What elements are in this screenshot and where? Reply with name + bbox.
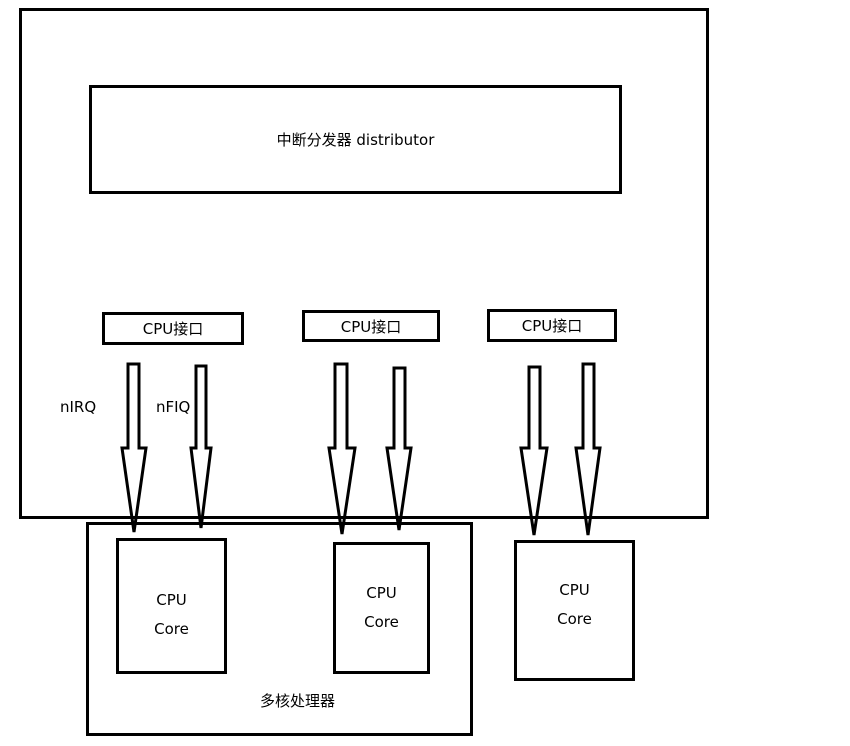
multicore-processor-box — [86, 522, 473, 736]
arrow-nfiq-3 — [574, 362, 602, 536]
cpu-core-line2: Core — [364, 613, 399, 631]
cpu-interface-label: CPU接口 — [521, 317, 583, 335]
cpu-core-line1: CPU — [559, 581, 590, 599]
cpu-core-2: CPU Core — [333, 542, 430, 674]
nfiq-label: nFIQ — [156, 398, 191, 416]
cpu-interface-1: CPU接口 — [102, 312, 244, 345]
arrow-nfiq-2 — [385, 366, 413, 531]
distributor-label: 中断分发器 distributor — [276, 131, 435, 149]
cpu-core-3: CPU Core — [514, 540, 635, 681]
cpu-core-line1: CPU — [156, 591, 187, 609]
cpu-interface-label: CPU接口 — [340, 317, 402, 336]
cpu-interface-label: CPU接口 — [142, 320, 204, 338]
arrow-nirq-1 — [120, 362, 148, 533]
cpu-core-1: CPU Core — [116, 538, 227, 674]
distributor-box: 中断分发器 distributor — [89, 85, 622, 194]
arrow-nfiq-1 — [189, 364, 213, 529]
cpu-interface-2: CPU接口 — [302, 310, 440, 342]
gic-container — [19, 8, 709, 519]
multicore-processor-label: 多核处理器 — [260, 692, 336, 710]
arrow-nirq-3 — [519, 365, 549, 536]
cpu-core-line2: Core — [154, 620, 189, 638]
nirq-label: nIRQ — [60, 398, 97, 416]
cpu-interface-3: CPU接口 — [487, 309, 617, 342]
cpu-core-line2: Core — [557, 610, 592, 628]
cpu-core-line1: CPU — [366, 584, 397, 602]
arrow-nirq-2 — [327, 362, 357, 535]
